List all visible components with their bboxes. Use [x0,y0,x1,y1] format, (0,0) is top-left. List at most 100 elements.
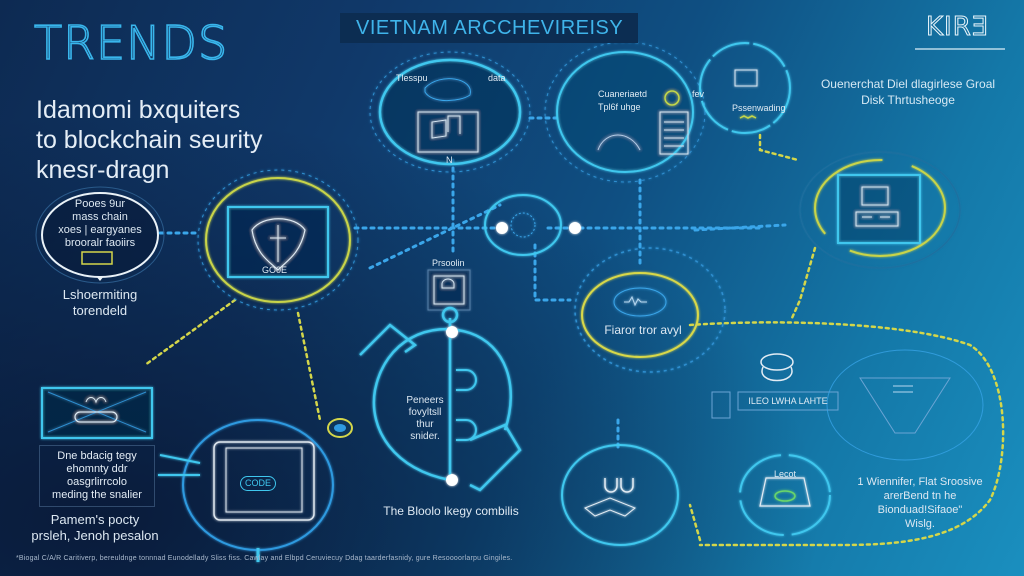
node-top-mid[interactable] [544,41,706,183]
junction-dot [496,222,508,234]
page-subtitle: Idamomi bxquiters to blockchain seurity … [36,95,336,185]
eye-icon [334,424,346,432]
node-big-circle-caption: The Bloolo lkegy combilis [383,504,519,518]
node-mid-box-label: Prsoolin [432,258,465,268]
subtitle-line: Idamomi bxquiters [36,96,241,124]
logo-tagline [915,48,1005,50]
node-top-left-label: Tlesspu [396,73,428,83]
yellow-connector-shield-to-left [143,298,237,367]
node-left-round[interactable] [35,186,165,284]
caption-line: torendeld [72,303,128,318]
label-line: xoes | eargyanes [58,224,142,236]
node-mid-box[interactable] [427,269,471,311]
node-hands[interactable] [561,444,679,546]
node-left-round-caption: Lshoermiting torendeld [40,287,160,319]
connector-lines [158,116,787,454]
funnel-icon [859,377,951,434]
node-funnel[interactable] [826,349,984,461]
label-line: mass chain [72,211,128,223]
subtitle-line: to blockchain seurity [36,126,263,154]
footnote: *Biogal C/A/R Caritiverp, bereuldnge ton… [16,555,513,562]
connector-hub-down [533,243,572,302]
label-line: meding the snalier [52,489,142,501]
network-icon [510,212,536,238]
junction-dot [569,222,581,234]
node-left-device[interactable] [41,387,153,439]
node-tablet-label: CODE [240,476,277,491]
node-eye[interactable] [327,418,353,438]
yellow-connector-lines [143,133,1005,547]
note-line: arerBend tn he [883,490,957,502]
jar-icon [760,353,794,371]
bin-icon [759,477,811,507]
yellow-connector-monitor-down [790,246,817,320]
pulse-icon [624,295,647,307]
node-shield[interactable] [197,169,359,311]
label-line: fovyltsll [408,407,442,418]
node-top-left-caption: N [446,155,453,165]
note-line: Wislg. [905,518,935,530]
junction-dot [446,474,458,486]
node-big-circle[interactable] [359,306,522,492]
tablet-icon [213,441,315,521]
yellow-connector-small-to-monitor [758,133,800,162]
shield-icon [251,218,306,271]
page-title: TRENDS [33,15,229,71]
node-top-left[interactable] [369,51,531,173]
handshake-icon [604,478,634,493]
node-shield-caption: GO0E [262,265,288,275]
bridge-icon [81,251,113,265]
hand-icon [597,134,641,151]
node-right-monitor[interactable] [799,151,961,269]
brand-logo: KIRƎ [925,12,990,43]
node-left-bottom-caption: Pamem's pocty prsleh, Jenoh pesalon [30,512,160,544]
node-bin[interactable] [739,454,831,536]
caption-line: Pamem's pocty [50,512,140,527]
header-banner: VIETNAM ARCCHEVIREISY [340,13,638,43]
node-top-left-label: data [488,73,506,83]
device-icon [74,411,118,423]
yellow-connector-end [688,503,702,542]
label-line: oasgrlirrcolo [67,476,127,488]
node-left-bottom-text: Dne bdacig tegy ehomnty ddr oasgrlirrcol… [39,445,155,507]
node-jar[interactable] [711,353,839,419]
bottom-right-note: 1 Wiennifer, Flat Sroosive arerBend tn h… [845,475,995,531]
key-icon [441,306,459,324]
node-top-small[interactable] [699,42,791,134]
lock-icon [433,275,465,305]
monitor-icon [861,186,889,206]
computer-icon [417,111,479,153]
junction-dot [446,326,458,338]
note-line: Disk Thrtusheoge [861,93,955,107]
caption-line: prsleh, Jenoh pesalon [31,528,159,543]
node-top-small-label: Pssenwading [732,103,786,113]
connector-to-monitor [693,223,787,232]
node-right-yellow-label: Fiaror tror avyl [604,323,682,337]
label-line: Dne bdacig tegy [57,450,137,462]
subtitle-line: knesr-dragn [36,156,170,184]
coin-icon [664,90,680,106]
node-left-round-text: Pooes 9ur mass chain xoes | eargyanes br… [46,198,154,250]
label-line: Pooes 9ur [74,198,126,210]
node-center-hub[interactable] [484,194,581,256]
label-line: Peneers [406,395,444,406]
note-line: Ouenerchat Diel dlagirlese Groal [820,77,996,91]
caption-line: Lshoermiting [62,287,138,302]
node-jar-label: ILEO LWHA LAHTE [748,396,828,406]
ledger-icon [734,69,758,87]
connector-diagonal [368,203,502,270]
node-top-mid-side-label: fev [692,89,705,99]
document-icon [659,111,689,155]
node-big-circle-text: Peneers fovyltsll thur snider. [390,395,460,443]
note-line: Bionduad!Sifaoe" [877,504,963,516]
label-line: brooralr faoiirs [64,237,136,249]
node-right-yellow[interactable] [574,247,726,373]
yellow-connector-shield-to-eye [296,311,322,422]
label-line: thur [416,419,434,430]
yellow-loop-path [688,321,1005,547]
label-line: Tpl6f uhge [598,102,641,112]
node-top-mid-label: Cuaneriaetd Tpl6f uhge [598,88,647,114]
node-tablet[interactable] [158,419,334,562]
note-line: 1 Wiennifer, Flat Sroosive [857,476,983,488]
